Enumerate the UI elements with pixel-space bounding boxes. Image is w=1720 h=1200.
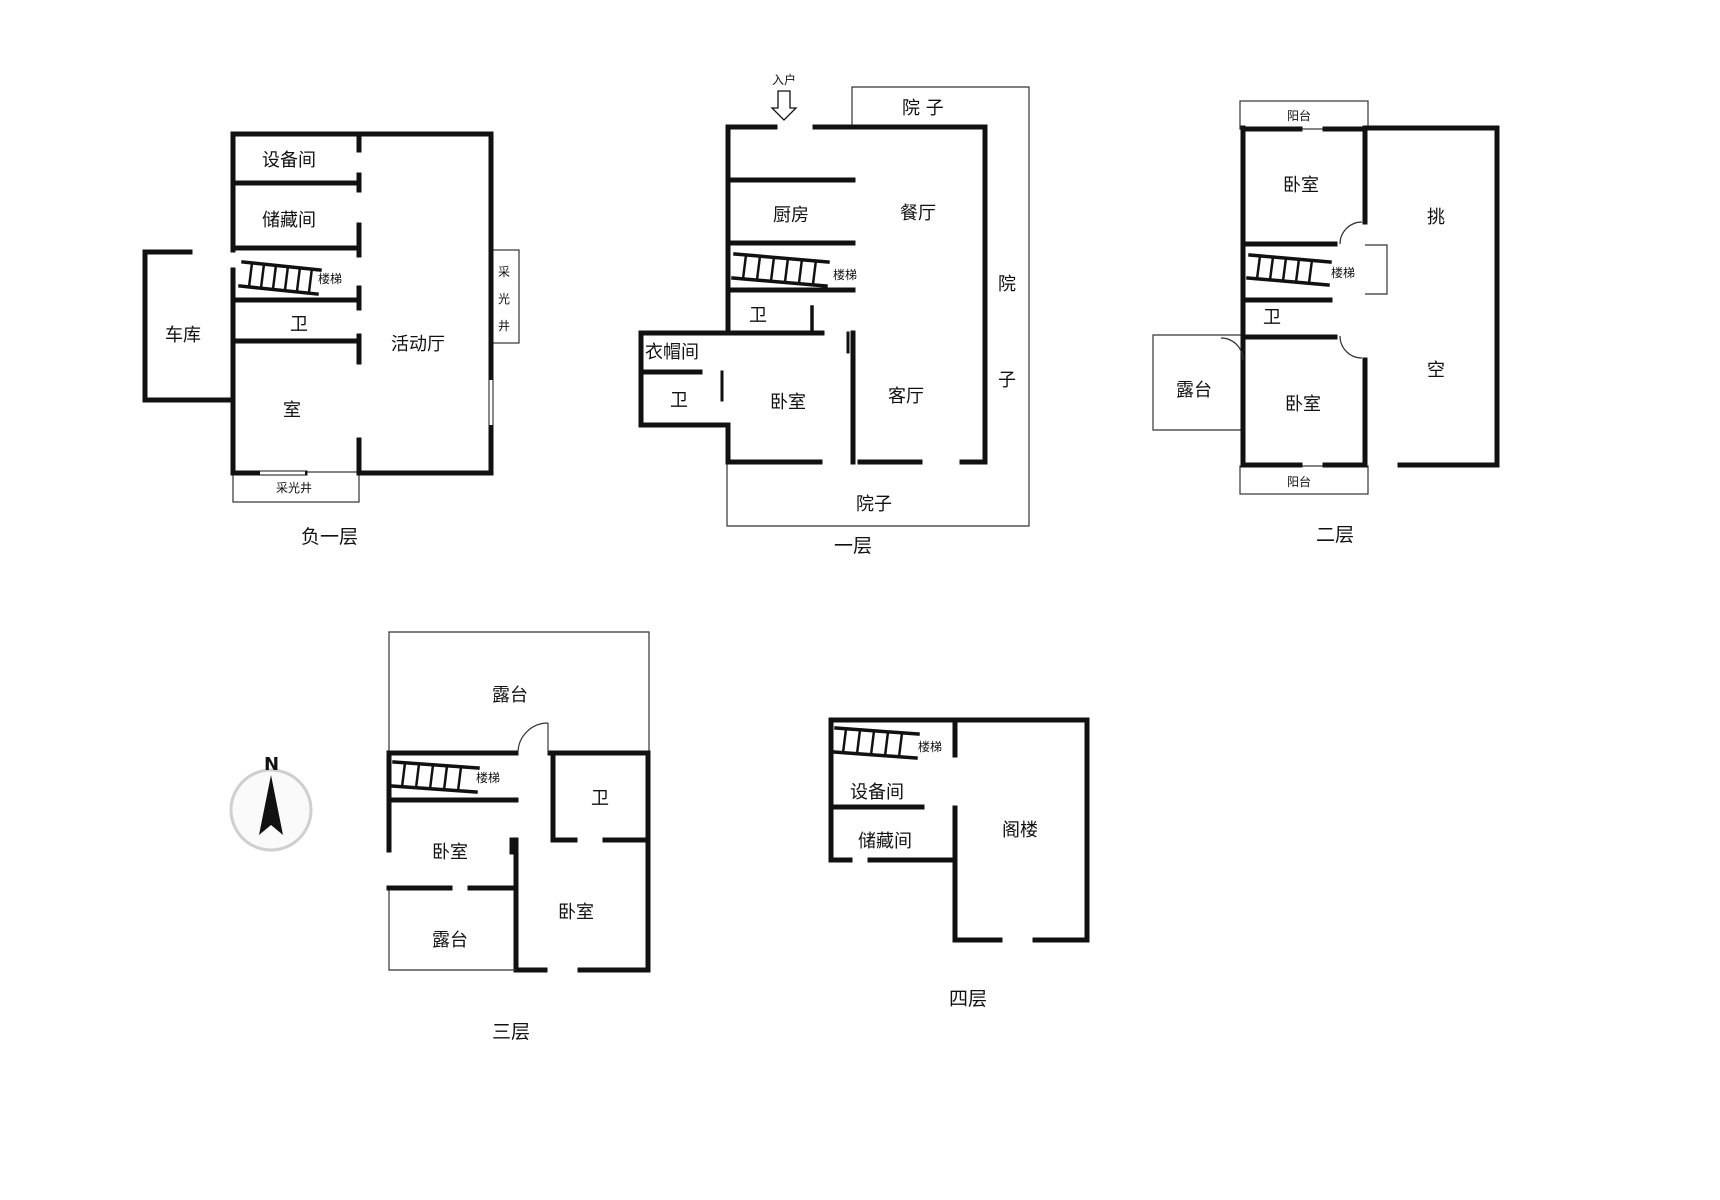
balcony-bottom-label: 阳台	[1287, 474, 1311, 489]
void-char-1: 挑	[1427, 207, 1445, 228]
entry-arrow-icon	[770, 90, 798, 121]
void-char-2: 空	[1427, 360, 1445, 381]
floor-f1-caption: 一层	[834, 535, 872, 557]
floor-b1-caption: 负一层	[301, 526, 358, 548]
lightwell-bottom-label: 采光井	[276, 481, 312, 495]
room-attic-label: 阁楼	[1002, 820, 1038, 841]
entry-label: 入户	[772, 72, 796, 87]
terrace-top-outline	[388, 631, 650, 753]
room-storage-label: 储藏间	[858, 831, 912, 852]
f1-outer-wall	[725, 124, 988, 465]
garage-wall	[142, 249, 236, 403]
lightwell-right-char-1: 采	[498, 265, 510, 279]
room-activity-label: 活动厅	[391, 334, 445, 355]
f4-stairs-icon	[832, 726, 920, 760]
balcony-top-label: 阳台	[1287, 108, 1311, 123]
room-terrace-label: 露台	[1176, 380, 1212, 401]
room-label: 室	[283, 400, 301, 421]
floor-f4: 楼梯 设备间 储藏间 阁楼 四层	[828, 717, 1090, 1010]
stairs-label: 楼梯	[1331, 265, 1355, 280]
stairs-label: 楼梯	[833, 267, 857, 282]
yard-outline	[726, 86, 1030, 527]
balcony-top-outline	[1239, 100, 1369, 130]
stairs-label: 楼梯	[318, 271, 342, 286]
room-garage-label: 车库	[165, 325, 201, 346]
closet-wall	[638, 330, 731, 428]
f2-outer-wall	[1240, 125, 1500, 468]
stairs-label: 楼梯	[476, 770, 500, 785]
room-bedroom-bottom-label: 卧室	[1285, 394, 1321, 415]
room-equipment-label: 设备间	[850, 782, 904, 803]
balcony-bottom-outline	[1239, 465, 1369, 495]
floor-f2: 阳台 卧室 楼梯 卫 露台 卧室 阳台 挑 空 二层	[1152, 100, 1500, 546]
yard-bottom-label: 院子	[856, 494, 892, 515]
room-dining-label: 餐厅	[900, 203, 936, 224]
floor-b1: 设备间 储藏间 楼梯 卫 车库 活动厅 室 采 光 井 采光井 负一层	[142, 131, 520, 548]
room-closet-label: 衣帽间	[645, 342, 699, 363]
room-kitchen-label: 厨房	[773, 205, 809, 226]
terrace-bottom-outline	[388, 888, 516, 971]
room-equipment-label: 设备间	[262, 150, 316, 171]
room-bath-label: 卫	[290, 314, 308, 335]
terrace-outline	[1152, 334, 1243, 431]
room-small-bath-label: 卫	[670, 390, 688, 411]
lightwell-right-char-3: 井	[498, 319, 510, 333]
room-bath-label: 卫	[591, 788, 609, 809]
room-bedroom-right-label: 卧室	[558, 902, 594, 923]
f2-stairs-icon	[1246, 253, 1332, 287]
floor-f1: 入户 院 子 院 子 院子 厨房 餐厅 楼梯 卫 衣帽间 卫 卧室 客厅 一层	[638, 72, 1030, 557]
room-terrace-top-label: 露台	[492, 685, 528, 706]
b1-stairs-icon	[238, 260, 322, 296]
compass: N	[229, 754, 313, 852]
compass-north-arrow-icon	[259, 775, 283, 835]
b1-outer-wall	[230, 131, 494, 476]
lightwell-right-char-2: 光	[498, 292, 510, 306]
yard-top-label: 院 子	[902, 98, 944, 119]
stairs-label: 楼梯	[918, 739, 942, 754]
f3-stairs-icon	[390, 760, 480, 794]
room-terrace-bottom-label: 露台	[432, 930, 468, 951]
room-storage-label: 储藏间	[262, 210, 316, 231]
f1-stairs-icon	[731, 252, 830, 288]
room-bath-label: 卫	[749, 305, 767, 326]
room-bedroom-left-label: 卧室	[432, 842, 468, 863]
floor-f2-caption: 二层	[1316, 524, 1354, 546]
compass-north-label: N	[264, 754, 279, 775]
yard-right-char-2: 子	[998, 370, 1016, 391]
floor-f3-caption: 三层	[492, 1021, 530, 1043]
room-living-label: 客厅	[888, 386, 924, 407]
yard-right-char-1: 院	[998, 274, 1016, 295]
floor-f3: 露台 楼梯 卫 卧室 卧室 露台 三层	[386, 631, 651, 1043]
floor-f4-caption: 四层	[949, 988, 987, 1010]
room-bath-label: 卫	[1263, 307, 1281, 328]
room-bedroom-top-label: 卧室	[1283, 175, 1319, 196]
room-bedroom-label: 卧室	[770, 392, 806, 413]
door-swing	[1339, 221, 1363, 245]
f4-outer-wall	[828, 717, 1090, 943]
